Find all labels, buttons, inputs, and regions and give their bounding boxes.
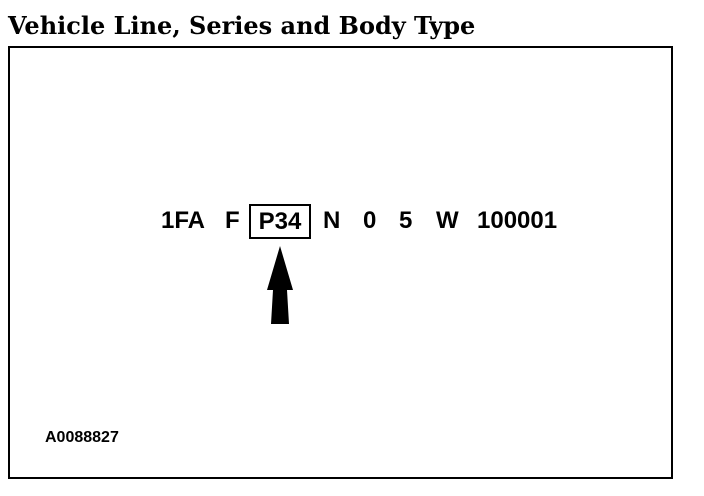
figure-id: A0088827 <box>45 429 119 446</box>
vin-line-series-body-highlight: P34 <box>249 204 311 239</box>
vin-restraint: F <box>225 207 240 234</box>
vin-wmi: 1FA <box>161 207 206 234</box>
arrow-up-icon <box>267 246 293 324</box>
vin-engine: N <box>323 207 341 234</box>
vin-code: 1FA F P34 N 0 5 W 100001 <box>0 203 704 239</box>
vin-serial: 100001 <box>477 207 558 234</box>
page-title: Vehicle Line, Series and Body Type <box>8 11 476 40</box>
vin-plant: W <box>436 207 459 234</box>
diagram-frame <box>8 46 673 479</box>
vin-check-digit: 0 <box>363 207 377 234</box>
vin-model-year: 5 <box>399 207 413 234</box>
